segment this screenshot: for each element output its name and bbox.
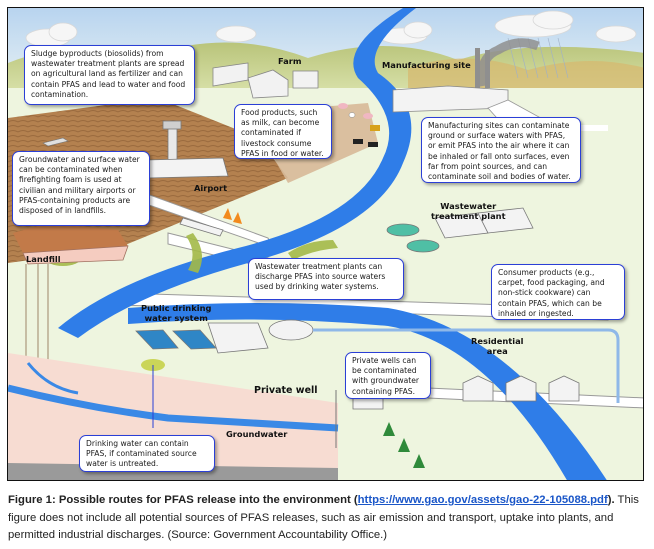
public-water-system [135, 319, 620, 403]
figure-caption: Figure 1: Possible routes for PFAS relea… [8, 492, 652, 545]
label-private-well: Private well [254, 385, 318, 396]
label-wastewater-line1: Wastewater [440, 201, 497, 211]
label-residential-line1: Residential [471, 336, 524, 346]
label-public-water-line2: water system [144, 312, 208, 323]
label-residential-line2: area [486, 345, 508, 356]
river [58, 8, 416, 338]
caption-body: This figure does not include all potenti… [8, 494, 639, 541]
smoke [477, 38, 540, 87]
callout-firefighting-foam: Groundwater and surface water can be con… [12, 151, 150, 226]
label-public-drinking-water-system: Public drinking water system [141, 303, 212, 323]
label-manufacturing-site: Manufacturing site [382, 60, 471, 70]
callout-sludge-biosolids: Sludge byproducts (biosolids) from waste… [24, 45, 195, 105]
airport [42, 120, 242, 237]
caption-source-link[interactable]: https://www.gao.gov/assets/gao-22-105088… [357, 494, 608, 506]
label-residential-area: Residential area [471, 336, 524, 356]
clouds [25, 10, 637, 48]
callout-manufacturing-sites: Manufacturing sites can contaminate grou… [421, 117, 581, 183]
label-public-water-line1: Public drinking [141, 303, 212, 313]
label-wastewater-line2: treatment plant [431, 210, 506, 221]
farm-buildings [212, 62, 319, 99]
wastewater-plant [386, 207, 534, 253]
callout-food-products: Food products, such as milk, can become … [234, 104, 332, 159]
callout-wastewater-discharge: Wastewater treatment plants can discharg… [248, 258, 404, 300]
pfas-routes-illustration: Farm Manufacturing site Airport Wastewat… [7, 7, 644, 481]
label-wastewater-treatment-plant: Wastewater treatment plant [431, 201, 506, 221]
caption-title-end: ). [607, 494, 615, 506]
label-landfill: Landfill [26, 254, 61, 264]
livestock [338, 103, 380, 147]
label-groundwater: Groundwater [226, 429, 288, 439]
label-farm: Farm [278, 56, 302, 66]
callout-consumer-products: Consumer products (e.g., carpet, food pa… [491, 264, 625, 320]
callout-drinking-water: Drinking water can contain PFAS, if cont… [79, 435, 215, 472]
callout-private-wells: Private wells can be contaminated with g… [345, 352, 431, 399]
label-airport: Airport [194, 183, 228, 193]
caption-title: Figure 1: Possible routes for PFAS relea… [8, 494, 358, 506]
trees [383, 422, 425, 468]
landfill [13, 223, 129, 388]
